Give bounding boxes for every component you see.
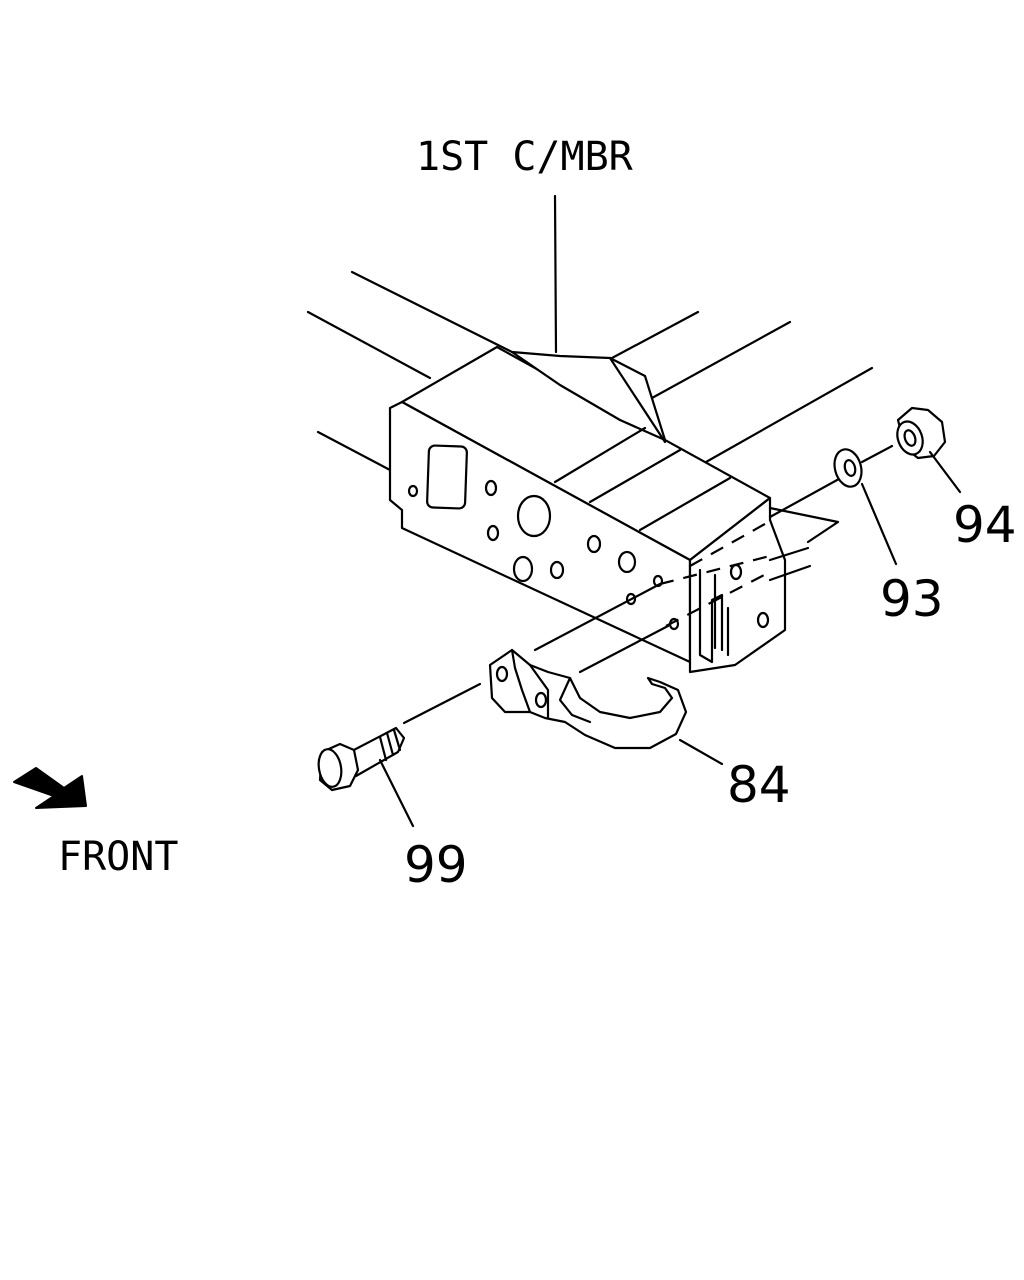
callout-99: 99 — [404, 836, 468, 894]
cross-member — [388, 345, 840, 674]
assembly-label: 1ST C/MBR — [416, 134, 634, 180]
nut-part — [896, 406, 947, 460]
assembly-lines — [402, 444, 894, 725]
hidden-lines — [659, 519, 773, 627]
frame-rails — [306, 270, 874, 472]
callout-94: 94 — [953, 496, 1017, 554]
leader-lines — [378, 194, 962, 828]
front-label: FRONT — [58, 834, 178, 880]
washer-part — [833, 448, 863, 488]
bolt-part — [317, 726, 406, 792]
front-arrow-icon — [13, 767, 87, 809]
callout-84: 84 — [727, 756, 791, 814]
callout-93: 93 — [880, 570, 944, 628]
tow-hook-part — [488, 648, 688, 750]
